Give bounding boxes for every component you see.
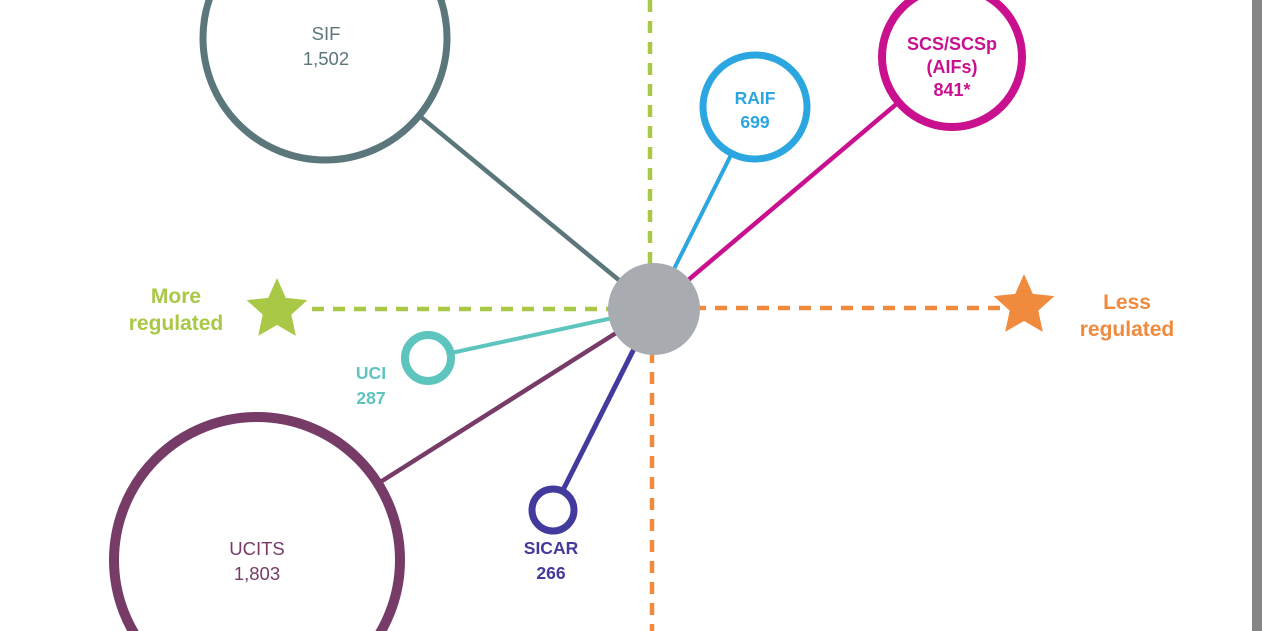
bubble-sif	[199, 0, 451, 164]
window-scrollbar-strip[interactable]	[1252, 0, 1262, 631]
bubble-sicar	[528, 485, 578, 535]
node-bubbles	[109, 0, 1026, 631]
regulation-axes	[312, 0, 1000, 631]
bubble-uci	[401, 331, 455, 385]
central-hub-circle	[608, 263, 700, 355]
less-regulated-star-icon	[993, 274, 1055, 332]
bubble-raif	[699, 51, 811, 163]
more-regulated-star-icon	[246, 278, 308, 336]
bubble-ucits	[109, 412, 405, 631]
bubble-scs	[878, 0, 1026, 131]
